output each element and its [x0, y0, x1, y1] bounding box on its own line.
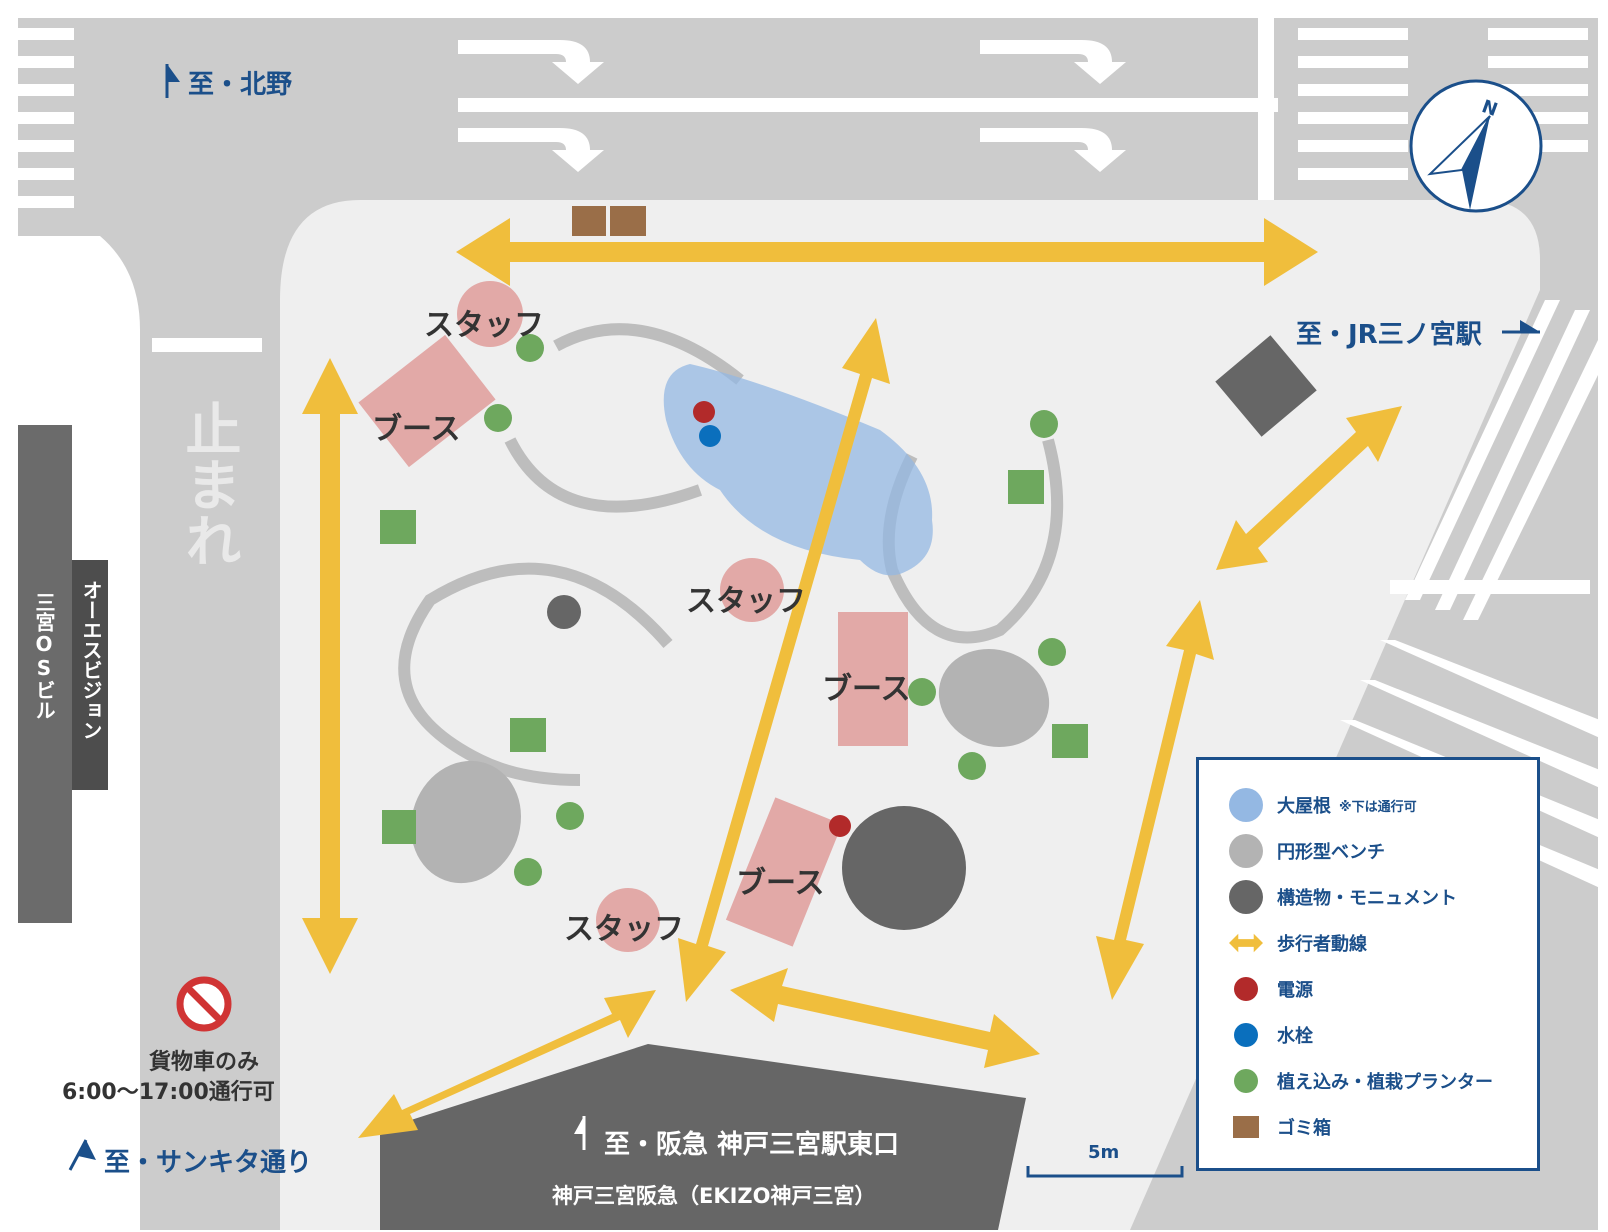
booth-label-2: ブース — [822, 672, 911, 707]
lane-markings — [458, 18, 1278, 208]
bench-oval-left — [411, 760, 521, 884]
flag-icon-hankyu — [574, 1116, 586, 1150]
crosswalk-left — [18, 28, 74, 208]
flag-icon-sankita — [68, 1139, 96, 1171]
direction-hankyu: 至・阪急 神戸三宮駅東口 — [604, 1130, 900, 1160]
direction-sankita: 至・サンキタ通り — [104, 1148, 313, 1178]
flag-icon-jr — [1502, 320, 1540, 334]
scale-bar — [1026, 1166, 1184, 1178]
no-entry-sign — [176, 976, 232, 1032]
roof-swatch-icon — [1229, 788, 1263, 822]
staff-circle-3 — [596, 888, 660, 952]
building-hankyu-label: 神戸三宮阪急（EKIZO神戸三宮） — [552, 1184, 876, 1208]
booth-bottom — [725, 797, 843, 947]
restriction-line1: 貨物車のみ — [148, 1050, 259, 1075]
staff-circle-1 — [457, 281, 523, 347]
legend-item-bench: 円形型ベンチ — [1229, 834, 1385, 868]
stop-line — [152, 338, 262, 352]
booth-top — [358, 334, 496, 468]
legend-item-planter: 植え込み・植栽プランター — [1229, 1064, 1493, 1098]
building-ospirit-label: 三宮OSビル — [32, 592, 56, 720]
bench-swatch-icon — [1229, 834, 1263, 868]
monument-swatch-icon — [1229, 880, 1263, 914]
staff-label-1: スタッフ — [424, 308, 544, 343]
planter-swatch-icon — [1234, 1069, 1258, 1093]
legend-item-trash: ゴミ箱 — [1229, 1110, 1331, 1144]
building-osvision — [72, 560, 108, 790]
road-stop-text: 止まれ — [176, 400, 241, 568]
power-swatch-icon — [1234, 977, 1258, 1001]
planters-square — [380, 470, 1088, 844]
booth-label-3: ブース — [736, 866, 825, 901]
staff-circle-2 — [720, 558, 784, 622]
direction-kitano: 至・北野 — [188, 70, 293, 100]
water-tap-1 — [699, 425, 721, 447]
legend-item-monument: 構造物・モニュメント — [1229, 880, 1457, 914]
legend-item-roof: 大屋根 ※下は通行可 — [1229, 788, 1417, 822]
crosswalk-right — [1390, 300, 1598, 620]
flag-icon-kitano — [165, 64, 180, 98]
scale-label: 5m — [1088, 1142, 1120, 1163]
legend-item-power: 電源 — [1229, 972, 1313, 1006]
planters-round — [484, 334, 1066, 886]
booth-center — [838, 612, 908, 746]
building-hankyu — [380, 1044, 1026, 1230]
trash-bin-1 — [572, 206, 606, 236]
bench-oval-right — [938, 648, 1050, 748]
monument-square — [1215, 335, 1317, 437]
building-ospirit — [18, 425, 72, 923]
legend-item-flow: 歩行者動線 — [1229, 926, 1367, 960]
staff-label-3: スタッフ — [564, 912, 684, 947]
legend: 大屋根 ※下は通行可 円形型ベンチ 構造物・モニュメント 歩行者動線 電源 水栓… — [1196, 757, 1540, 1171]
power-outlet-1 — [693, 401, 715, 423]
direction-jr: 至・JR三ノ宮駅 — [1296, 320, 1482, 350]
power-outlet-2 — [829, 815, 851, 837]
pedestrian-arrows — [302, 218, 1402, 1138]
building-osvision-label: オーエスビジョン — [79, 580, 103, 740]
water-swatch-icon — [1234, 1023, 1258, 1047]
double-arrow-icon — [1229, 933, 1263, 953]
legend-item-water: 水栓 — [1229, 1018, 1313, 1052]
booth-label-1: ブース — [372, 412, 461, 447]
big-roof — [663, 364, 933, 576]
compass — [1409, 79, 1543, 213]
staff-label-2: スタッフ — [686, 584, 806, 619]
monument-small — [547, 595, 581, 629]
trash-bin-2 — [610, 206, 646, 236]
monument-large — [842, 806, 966, 930]
restriction-line2: 6:00〜17:00通行可 — [62, 1080, 275, 1105]
trash-swatch-icon — [1233, 1116, 1259, 1138]
